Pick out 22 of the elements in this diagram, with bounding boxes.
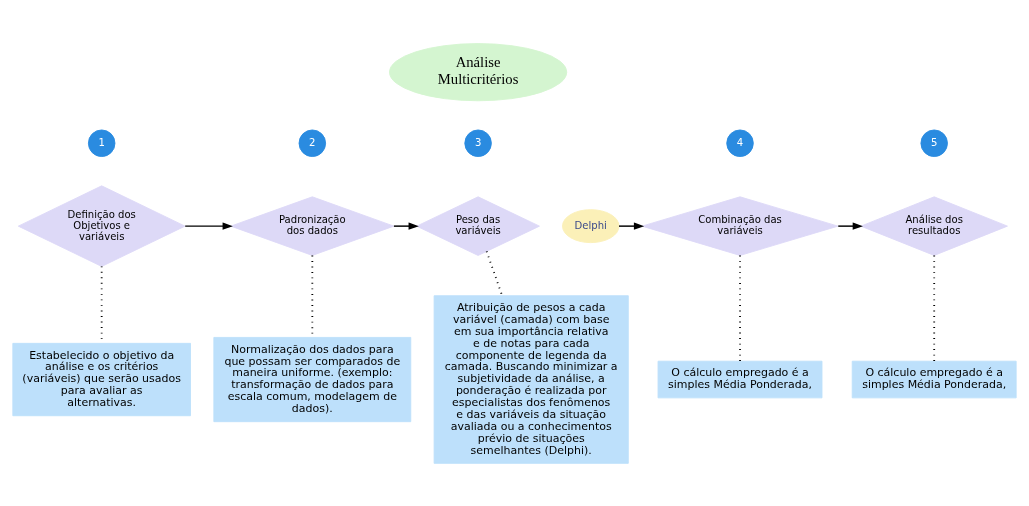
node-diamond: Padronização dos dados <box>230 195 395 256</box>
node-ellipse: Delphi <box>562 208 620 243</box>
arrow <box>184 222 233 230</box>
node-circle: 5 <box>920 129 948 157</box>
arrow <box>393 222 419 230</box>
node-diamond: Definição dos Objetivos e variáveis <box>17 184 186 267</box>
node-circle: 1 <box>87 129 116 157</box>
node-circle: 2 <box>298 129 327 157</box>
node-circle: 4 <box>726 129 754 157</box>
node-box: O cálculo empregado é a simples Média Ponderada, <box>851 360 1017 398</box>
node-circle: 3 <box>464 129 492 157</box>
node-box: O cálculo empregado é a simples Média Ponderada, <box>657 360 823 398</box>
node-ellipse: Análise Multicritérios <box>389 42 568 101</box>
arrow <box>618 222 645 230</box>
node-box: Normalização dos dados para que possam ser comparados de maneira uniforme. (exemplo: transformação de dados para escala comum, modelagem de dados). <box>213 336 412 422</box>
node-diamond: Combinação das variáveis <box>641 195 839 256</box>
node-box: Estabelecido o objetivo da análise e os critérios (variáveis) que serão usados para avaliar as alternativas. <box>12 342 191 416</box>
node-diamond: Peso das variáveis <box>416 195 540 256</box>
arrow <box>837 222 863 230</box>
node-box: Atribuição de pesos a cada variável (camada) com base em sua importância relativa e de notas para cada componente de legenda da camada. Buscando minimizar a subjetividade da análise, a ponderação é realizada por especialistas dos fenômenos e das variáveis da situação avaliada ou a conhecimentos prévio de situações semelhantes (Delphi). <box>433 294 629 464</box>
connector <box>485 250 504 296</box>
node-diamond: Análise dos resultados <box>860 195 1008 256</box>
